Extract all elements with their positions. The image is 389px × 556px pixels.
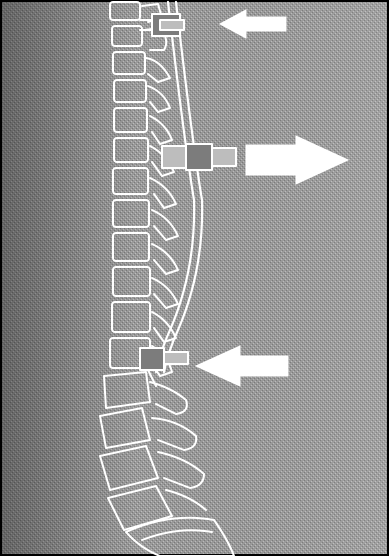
pedicle-screw-middle (162, 144, 236, 170)
